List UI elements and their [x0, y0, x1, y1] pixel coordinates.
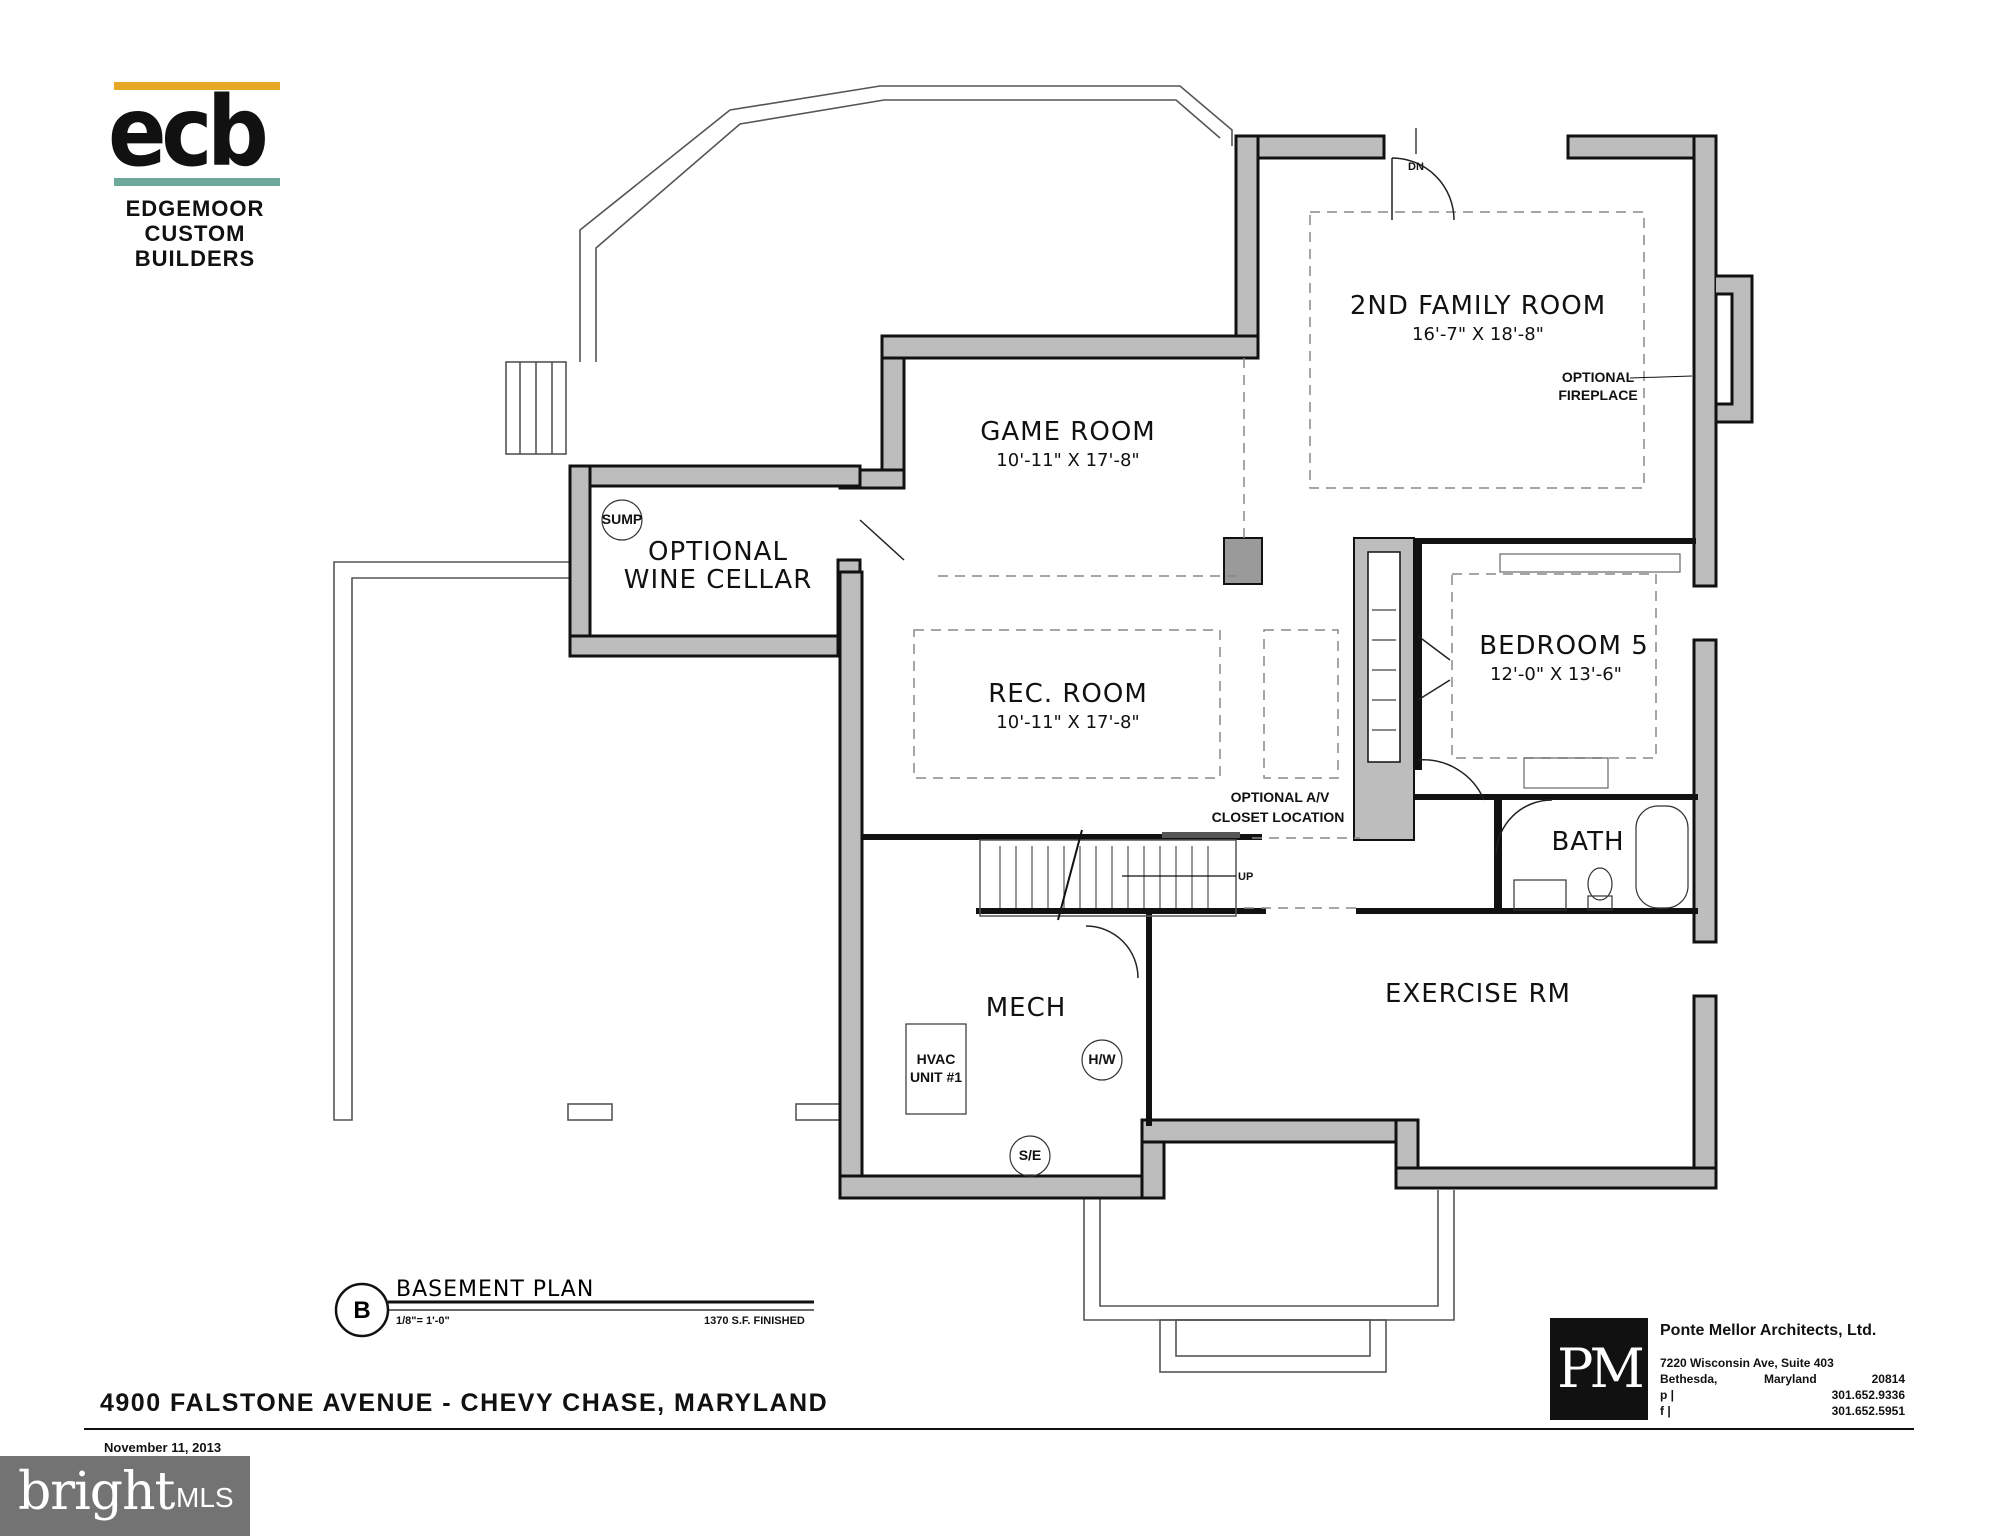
dashed-outlines	[913, 211, 1657, 909]
exterior-walls	[568, 134, 1754, 1200]
rec-room-dims: 10'-11" X 17'-8"	[996, 712, 1139, 733]
architect-fax: 301.652.5951	[1831, 1404, 1905, 1418]
bedroom-dims: 12'-0" X 13'-6"	[1490, 664, 1622, 685]
architect-street: 7220 Wisconsin Ave, Suite 403	[1660, 1356, 1834, 1370]
game-room-name: GAME ROOM	[980, 417, 1156, 447]
drawing-date: November 11, 2013	[104, 1440, 222, 1455]
footer-rule	[84, 1428, 1914, 1430]
architect-state: Maryland	[1764, 1372, 1817, 1386]
sump-label: SUMP	[602, 511, 642, 527]
fireplace-line2: FIREPLACE	[1558, 387, 1637, 403]
av-closet-line1: OPTIONAL A/V	[1231, 789, 1330, 805]
logo-line1: EDGEMOOR	[125, 196, 265, 221]
dn-label: DN	[1408, 161, 1424, 173]
doors	[859, 128, 1553, 979]
se-label: S/E	[1019, 1147, 1042, 1163]
architect-phone: 301.652.9336	[1831, 1388, 1905, 1402]
bedroom-name: BEDROOM 5	[1479, 631, 1649, 661]
equipment	[601, 499, 1123, 1177]
architect-fax-line: f | 301.652.5951	[1660, 1404, 1905, 1418]
av-closet-line2: CLOSET LOCATION	[1212, 809, 1345, 825]
architect-city: Bethesda,	[1660, 1372, 1718, 1386]
logo-accent-top	[114, 82, 280, 90]
builder-logo: ecb EDGEMOOR CUSTOM BUILDERS	[100, 82, 290, 271]
hvac-line2: UNIT #1	[910, 1069, 962, 1085]
logo-accent-bottom	[114, 178, 280, 186]
game-room-dims: 10'-11" X 17'-8"	[996, 450, 1139, 471]
bath-fixtures	[1499, 553, 1689, 911]
watermark-suffix: MLS	[176, 1482, 234, 1513]
rec-room-name: REC. ROOM	[988, 679, 1148, 709]
hw-label: H/W	[1088, 1051, 1116, 1067]
plan-title-block: B BASEMENT PLAN 1/8"= 1'-0" 1370 S.F. FI…	[334, 1277, 814, 1338]
architect-name: Ponte Mellor Architects, Ltd.	[1660, 1322, 1877, 1339]
exterior-outline	[333, 85, 1455, 1373]
mls-watermark: bright MLS	[0, 1456, 250, 1536]
architect-phone-line: p | 301.652.9336	[1660, 1388, 1905, 1402]
plan-title: BASEMENT PLAN	[396, 1277, 594, 1302]
plan-scale: 1/8"= 1'-0"	[396, 1315, 450, 1327]
mech-room-label: MECH	[986, 993, 1067, 1023]
plan-badge: B	[353, 1297, 370, 1324]
wine-cellar-line1: OPTIONAL	[648, 537, 788, 567]
property-address: 4900 FALSTONE AVENUE - CHEVY CHASE, MARY…	[100, 1389, 829, 1417]
logo-mark: ecb	[108, 76, 269, 188]
architect-logo: PM	[1550, 1318, 1648, 1420]
architect-city-line: Bethesda, Maryland 20814	[1660, 1372, 1905, 1386]
logo-line2: CUSTOM	[144, 221, 246, 246]
hvac-line1: HVAC	[917, 1051, 956, 1067]
bath-label: BATH	[1551, 827, 1624, 857]
architect-block: PM Ponte Mellor Architects, Ltd. 7220 Wi…	[1550, 1318, 1910, 1428]
plan-area: 1370 S.F. FINISHED	[704, 1315, 805, 1327]
watermark-word: bright	[18, 1462, 175, 1522]
stairs	[979, 829, 1237, 921]
logo-line3: BUILDERS	[134, 246, 256, 271]
architect-fax-label: f |	[1660, 1404, 1671, 1418]
fireplace-line1: OPTIONAL	[1562, 369, 1635, 385]
architect-phone-label: p |	[1660, 1388, 1675, 1402]
family-room-name: 2ND FAMILY ROOM	[1350, 291, 1606, 321]
family-room-dims: 16'-7" X 18'-8"	[1412, 324, 1544, 345]
up-label: UP	[1238, 871, 1253, 883]
architect-zip: 20814	[1871, 1372, 1905, 1386]
wine-cellar-line2: WINE CELLAR	[624, 565, 813, 595]
exercise-room-label: EXERCISE RM	[1385, 979, 1571, 1009]
